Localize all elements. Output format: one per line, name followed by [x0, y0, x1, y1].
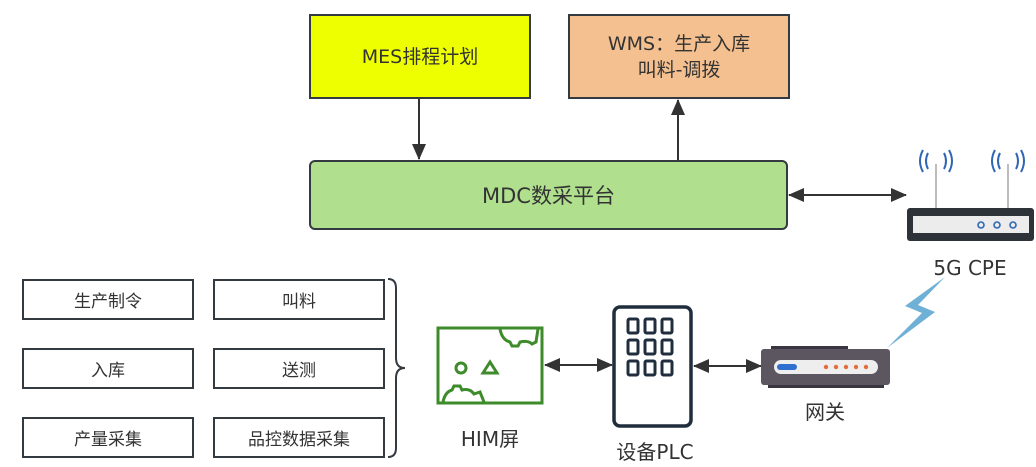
plc-label: 设备PLC	[616, 440, 694, 464]
cpe-label: 5G CPE	[933, 256, 1007, 280]
mes-scheduling-box: MES排程计划	[309, 14, 531, 99]
mdc-platform-box: MDC数采平台	[309, 160, 788, 230]
wms-box: WMS：生产入库 叫料-调拨	[568, 14, 790, 99]
wms-label-line2: 叫料-调拨	[637, 58, 721, 81]
task-box-inspection: 送测	[213, 348, 385, 389]
mes-label: MES排程计划	[361, 45, 479, 68]
hmi-label: HIM屏	[460, 427, 520, 451]
task-label: 生产制令	[74, 292, 142, 312]
gateway-icon	[761, 346, 890, 388]
task-box-material-call: 叫料	[213, 279, 385, 320]
wms-label-line1: WMS：生产入库	[607, 32, 751, 55]
task-box-quality-data: 品控数据采集	[213, 417, 385, 458]
plc-device-icon	[612, 305, 693, 428]
task-label: 产量采集	[74, 430, 142, 450]
task-label: 叫料	[282, 292, 316, 312]
router-icon	[907, 149, 1034, 241]
mdc-label: MDC数采平台	[482, 184, 615, 208]
task-box-output-collection: 产量采集	[22, 417, 194, 458]
task-box-warehousing: 入库	[22, 348, 194, 389]
task-box-production-order: 生产制令	[22, 279, 194, 320]
wireless-signal-icon	[887, 277, 945, 348]
task-label: 品控数据采集	[248, 430, 350, 450]
brace-icon	[387, 278, 406, 458]
hmi-screen-icon	[436, 326, 544, 405]
gateway-label: 网关	[805, 400, 845, 424]
task-label: 送测	[282, 361, 316, 381]
task-label: 入库	[91, 361, 125, 381]
